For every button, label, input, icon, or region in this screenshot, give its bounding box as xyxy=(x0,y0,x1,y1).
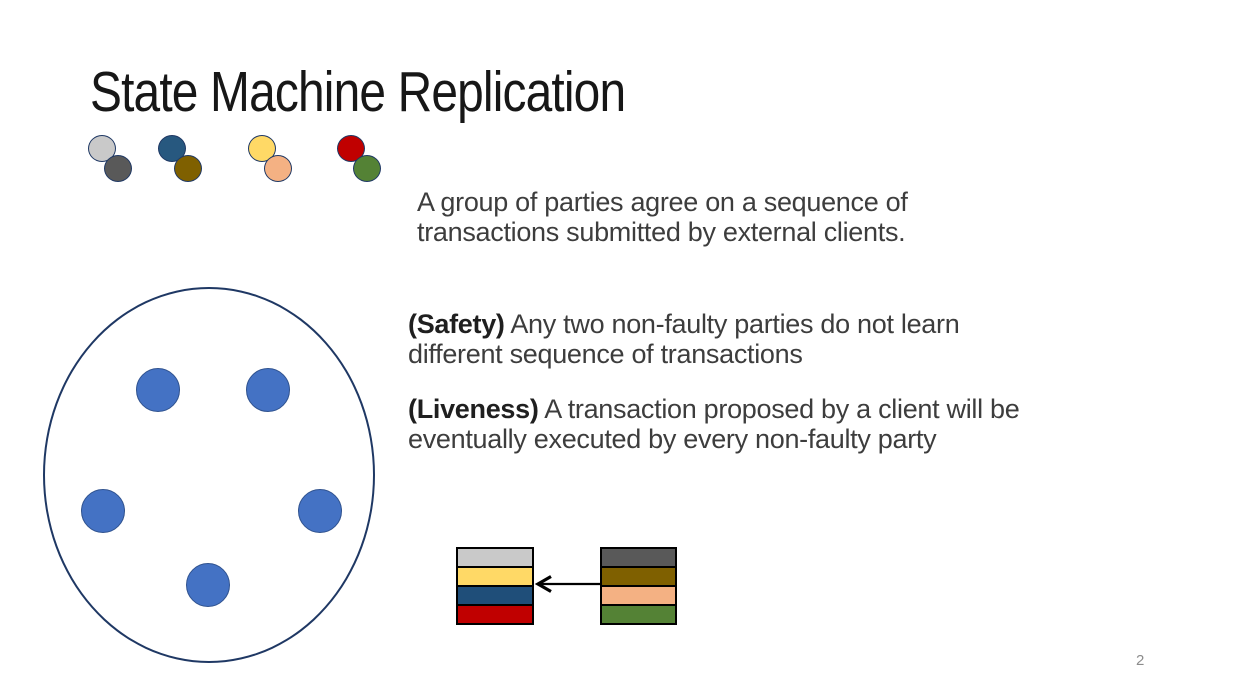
party-pair-2 xyxy=(158,135,204,185)
log-segment xyxy=(456,585,534,606)
log-segment xyxy=(456,547,534,568)
member-circle xyxy=(246,368,290,412)
log-segment xyxy=(456,566,534,587)
safety-paragraph: (Safety) Any two non-faulty parties do n… xyxy=(408,309,1128,369)
log-segment xyxy=(600,604,677,625)
party-circle-icon xyxy=(88,135,116,162)
log-segment xyxy=(600,566,677,587)
arrow-head xyxy=(534,575,552,593)
slide-title: State Machine Replication xyxy=(90,60,626,124)
party-pair-3 xyxy=(248,135,294,185)
log-stack-left xyxy=(456,547,534,625)
party-pair-1 xyxy=(88,135,134,185)
member-circle xyxy=(136,368,180,412)
liveness-text: A transaction proposed by a client will … xyxy=(408,394,1020,454)
member-circle xyxy=(298,489,342,533)
page-number: 2 xyxy=(1136,652,1145,669)
log-segment xyxy=(600,547,677,568)
party-circle-icon xyxy=(353,155,381,182)
party-circle-icon xyxy=(104,155,132,182)
member-circle xyxy=(186,563,230,607)
replication-arrow-icon xyxy=(534,575,600,593)
party-circle-icon xyxy=(158,135,186,162)
log-segment xyxy=(456,604,534,625)
safety-label: (Safety) xyxy=(408,309,505,339)
party-circle-icon xyxy=(174,155,202,182)
intro-paragraph: A group of parties agree on a sequence o… xyxy=(417,187,908,247)
log-stack-right xyxy=(600,547,677,625)
liveness-label: (Liveness) xyxy=(408,394,539,424)
party-circle-icon xyxy=(264,155,292,182)
liveness-paragraph: (Liveness) A transaction proposed by a c… xyxy=(408,394,1178,454)
safety-text: Any two non-faulty parties do not learn … xyxy=(408,309,960,369)
log-segment xyxy=(600,585,677,606)
member-circle xyxy=(81,489,125,533)
party-pair-4 xyxy=(337,135,383,185)
